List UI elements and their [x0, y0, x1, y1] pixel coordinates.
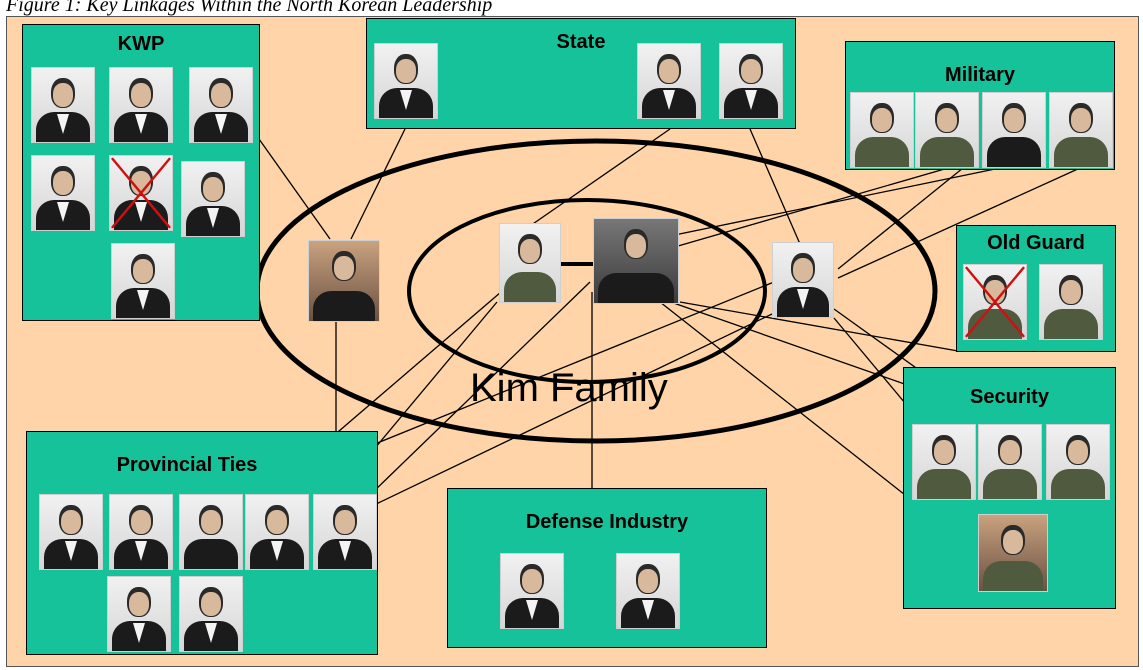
group-security: Security: [903, 367, 1116, 609]
portrait-photo: [978, 424, 1042, 500]
portrait-photo: [499, 223, 561, 303]
group-state: State: [366, 18, 796, 129]
group-kwp: KWP: [22, 24, 260, 321]
portrait-photo: [915, 92, 979, 168]
portrait-photo: [719, 43, 783, 119]
portrait-photo: [616, 553, 680, 629]
portrait-photo: [500, 553, 564, 629]
inner-ellipse: [407, 198, 767, 384]
portrait-photo: [313, 494, 377, 570]
group-title: Security: [970, 386, 1049, 408]
portrait-photo: [111, 243, 175, 319]
portrait-photo: [772, 242, 834, 318]
portrait-photo: [39, 494, 103, 570]
portrait-photo: [181, 161, 245, 237]
portrait-photo: [374, 43, 438, 119]
group-title: Provincial Ties: [116, 454, 258, 476]
portrait-photo: [179, 576, 243, 652]
group-provincial-ties: Provincial Ties: [26, 431, 378, 655]
portrait-photo: [1049, 92, 1113, 168]
portrait-photo: [963, 264, 1027, 340]
group-old-guard: Old Guard: [956, 225, 1116, 352]
portrait-photo: [637, 43, 701, 119]
group-title: Military: [944, 64, 1016, 86]
portrait-photo: [31, 67, 95, 143]
group-military: Military: [845, 41, 1115, 170]
portrait-photo: [978, 514, 1048, 592]
portrait-photo: [245, 494, 309, 570]
portrait-photo: [179, 494, 243, 570]
portrait-photo: [1039, 264, 1103, 340]
portrait-photo: [189, 67, 253, 143]
portrait-photo: [109, 155, 173, 231]
group-title: Defense Industry: [525, 511, 689, 533]
portrait-photo: [982, 92, 1046, 168]
portrait-photo: [109, 494, 173, 570]
red-x-cross-mark: [965, 266, 1025, 338]
red-x-cross-mark: [111, 157, 171, 229]
portrait-photo: [1046, 424, 1110, 500]
group-title: State: [556, 31, 606, 53]
portrait-photo: [31, 155, 95, 231]
portrait-photo: [109, 67, 173, 143]
portrait-photo: [912, 424, 976, 500]
portrait-photo: [308, 240, 380, 322]
figure-caption: Figure 1: Key Linkages Within the North …: [6, 0, 493, 16]
portrait-photo: [850, 92, 914, 168]
kim-family-label: Kim Family: [470, 366, 668, 410]
portrait-photo: [107, 576, 171, 652]
group-defense-industry: Defense Industry: [447, 488, 767, 648]
portrait-photo: [593, 218, 679, 304]
group-title: KWP: [117, 33, 165, 55]
group-title: Old Guard: [987, 232, 1085, 254]
